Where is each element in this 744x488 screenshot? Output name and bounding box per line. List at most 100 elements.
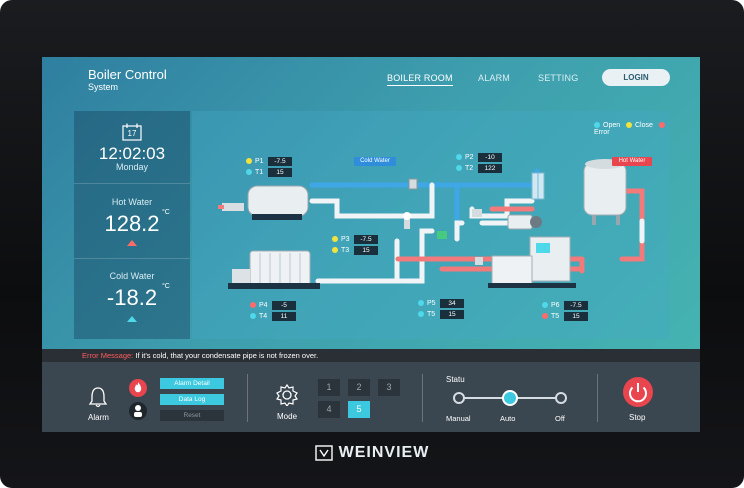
cold-water-tag: Cold Water <box>354 157 396 166</box>
status-dot-icon <box>246 169 252 176</box>
sensor-value: -5 <box>272 301 296 310</box>
status-option-auto[interactable]: Auto <box>500 414 516 423</box>
status-dot-icon <box>456 165 462 172</box>
tab-boiler-room[interactable]: BOILER ROOM <box>387 73 453 86</box>
sensor-p6: P6 -7.5 <box>542 301 588 311</box>
sensor-p2: P2 -10 <box>456 153 502 163</box>
sensor-id: P6 <box>551 302 560 309</box>
app-title-sub: System <box>88 82 119 92</box>
fire-alarm-icon[interactable] <box>128 378 148 398</box>
legend-error: Error <box>594 122 668 136</box>
tab-setting[interactable]: SETTING <box>538 73 579 83</box>
divider <box>597 374 598 422</box>
reset-button[interactable]: Reset <box>160 410 224 421</box>
status-option-manual[interactable]: Manual <box>446 414 471 423</box>
divider <box>74 183 190 184</box>
login-button[interactable]: LOGIN <box>602 69 670 86</box>
sensor-p1: P1 -7.5 <box>246 157 292 167</box>
mode-button-5[interactable]: 5 <box>348 401 370 418</box>
sensor-id: T5 <box>427 311 436 318</box>
divider <box>247 374 248 422</box>
piping-diagram <box>218 159 645 289</box>
calendar-icon <box>122 123 142 141</box>
sensor-value: 11 <box>272 312 296 321</box>
arrow-up-red-icon <box>127 240 137 246</box>
legend-close: Close <box>625 122 653 129</box>
arrow-up-blue-icon <box>127 316 137 322</box>
gear-icon[interactable] <box>276 384 298 406</box>
legend-open: Open <box>594 122 620 129</box>
error-message-label: Error Message: <box>82 351 134 360</box>
bell-icon[interactable] <box>88 386 108 408</box>
status-dot-icon <box>456 154 462 161</box>
tab-alarm[interactable]: ALARM <box>478 73 511 83</box>
sensor-value: 122 <box>478 164 502 173</box>
sensor-p5: P5 34 <box>418 299 464 309</box>
status-option-off[interactable]: Off <box>555 414 565 423</box>
sensor-value: 15 <box>440 310 464 319</box>
close-dot-icon <box>625 122 632 129</box>
legend-close-label: Close <box>634 122 653 129</box>
app-title: Boiler Control System <box>88 67 167 92</box>
calendar-day: 17 <box>127 129 137 138</box>
status-dot-icon <box>332 247 338 254</box>
alarm-detail-button[interactable]: Alarm Detail <box>160 378 224 389</box>
alarm-label: Alarm <box>88 413 109 422</box>
sensor-id: P1 <box>255 158 264 165</box>
info-panel: 17 12:02:03 Monday Hot Water 128.2 °C Co… <box>74 111 190 339</box>
sensor-value: 15 <box>564 312 588 321</box>
mode-button-3[interactable]: 3 <box>378 379 400 396</box>
sensor-value: 15 <box>268 168 292 177</box>
clock-time: 12:02:03 <box>98 144 166 163</box>
stop-label: Stop <box>629 413 646 422</box>
hot-water-value: 128.2 <box>104 211 160 236</box>
sensor-t4: T4 11 <box>250 312 296 322</box>
sensor-id: P4 <box>259 302 268 309</box>
mode-button-4[interactable]: 4 <box>318 401 340 418</box>
cold-water-unit: °C <box>162 283 170 290</box>
sensor-p4: P4 -5 <box>250 301 296 311</box>
status-dot-icon <box>332 236 338 243</box>
status-dot-icon <box>418 300 424 307</box>
sensor-id: T5 <box>551 313 560 320</box>
hot-water-tag: Hot Water <box>612 157 652 166</box>
status-label: Statu <box>446 375 465 384</box>
divider <box>422 374 423 422</box>
status-dot-icon <box>418 311 424 318</box>
status-dot-icon <box>542 302 548 309</box>
sensor-value: -7.5 <box>268 157 292 166</box>
legend-error-label: Error <box>594 129 610 136</box>
divider <box>74 258 190 259</box>
error-message-bar: Error Message: If it's cold, that your c… <box>42 349 700 362</box>
sensor-value: -7.5 <box>354 235 378 244</box>
error-message-text: If it's cold, that your condensate pipe … <box>135 351 319 360</box>
sensor-t1: T1 15 <box>246 168 292 178</box>
legend-open-label: Open <box>603 122 621 129</box>
status-dot-icon <box>250 302 256 309</box>
hot-water-unit: °C <box>162 209 170 216</box>
sensor-id: P5 <box>427 300 436 307</box>
mode-label: Mode <box>277 412 298 421</box>
power-stop-icon[interactable] <box>622 376 654 408</box>
mode-button-1[interactable]: 1 <box>318 379 340 396</box>
sensor-value: -7.5 <box>564 301 588 310</box>
control-bar: Alarm Alarm Detail Data Log Reset Mode 1… <box>42 362 700 432</box>
cold-water-value: -18.2 <box>106 285 158 310</box>
hot-water-label: Hot Water <box>111 197 153 207</box>
status-selector[interactable] <box>450 389 570 407</box>
sensor-value: 34 <box>440 299 464 308</box>
sensor-id: T2 <box>465 165 474 172</box>
legend: Open Close Error <box>594 122 670 136</box>
app-title-main: Boiler Control <box>88 67 167 82</box>
sensor-id: T3 <box>341 247 350 254</box>
sensor-value: 15 <box>354 246 378 255</box>
status-dot-icon <box>250 313 256 320</box>
process-diagram: Open Close Error Cold Water Hot Water P1… <box>192 111 670 339</box>
sensor-t5-hot: T5 15 <box>542 312 588 322</box>
sensor-t3: T3 15 <box>332 246 378 256</box>
status-dot-icon <box>542 313 548 320</box>
data-log-button[interactable]: Data Log <box>160 394 224 405</box>
mode-button-2[interactable]: 2 <box>348 379 370 396</box>
user-alarm-icon[interactable] <box>128 401 148 421</box>
brand-logo: WEINVIEW <box>0 444 744 462</box>
